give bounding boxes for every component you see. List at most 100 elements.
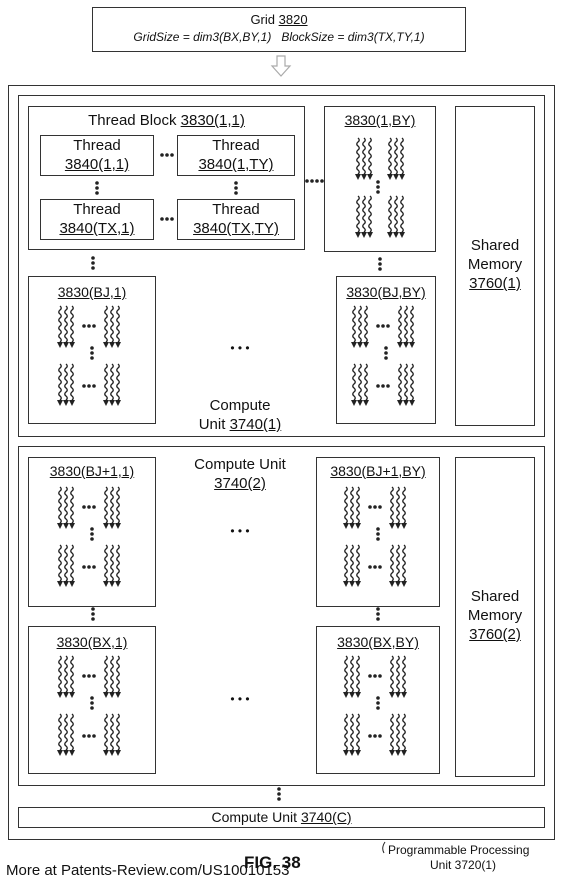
thread-arrowhead-icon [69,581,75,587]
thread-arrowhead-icon [103,750,109,756]
thread-dots-h-icon [87,734,91,738]
thread-arrowhead-icon [63,523,69,529]
thread-arrowhead-icon [401,692,407,698]
thread-arrowhead-icon [103,523,109,529]
thread-wavy-arrow-icon [116,363,120,401]
block-bx-by-label: 3830(BX,BY) [337,634,419,650]
thread-wavy-arrow-icon [58,713,62,751]
grid-title-label: Grid [250,12,275,27]
thread-wavy-arrow-icon [396,655,400,693]
shared-memory-1-line1: Shared [470,237,520,254]
block-bx-1 [28,626,156,774]
thread-arrowhead-icon [395,750,401,756]
compute-unit-c [18,807,545,828]
thread-wavy-arrow-icon [356,544,360,582]
thread-arrowhead-icon [367,174,373,180]
ppu-label-line1: Programmable Processing [388,843,530,857]
thread-wavy-arrow-icon [402,544,406,582]
thread-arrowhead-icon [343,581,349,587]
thread-dots-h-icon [386,384,390,388]
thread-arrowhead-icon [367,232,373,238]
ppu-label-line2: Unit 3720(1) [430,858,497,872]
thread-arrowhead-icon [395,692,401,698]
block-dots-v-icon [378,257,382,261]
thread-wavy-arrow-icon [402,713,406,751]
thread-wavy-arrow-icon [358,305,362,343]
thread-arrowhead-icon [351,400,357,406]
block-dots-v-icon [91,607,95,611]
thread-arrowhead-icon [387,174,393,180]
thread-arrowhead-icon [69,750,75,756]
thread-dots-h-icon [82,734,86,738]
thread-wavy-arrow-icon [352,363,356,401]
thread-arrowhead-icon [403,342,409,348]
thread-wavy-arrow-icon [70,486,74,524]
thread-wavy-arrow-icon [394,137,398,175]
shared-memory-2-line1: Shared [470,588,520,605]
block-dots-v-icon [376,617,380,621]
thread-wavy-arrow-icon [356,137,360,175]
thread-wavy-arrow-icon [110,544,114,582]
thread-arrowhead-icon [393,232,399,238]
thread-dots-h-icon [165,153,169,157]
thread-arrowhead-icon [115,523,121,529]
thread-wavy-arrow-icon [404,363,408,401]
thread-arrowhead-icon [389,750,395,756]
thread-arrowhead-icon [409,342,415,348]
thread-arrowhead-icon [57,342,63,348]
block-1-by [324,106,436,252]
block-dots-h-icon [315,179,319,183]
grid-title: Grid 3820 [92,11,466,28]
thread-wavy-arrow-icon [116,655,120,693]
thread-wavy-arrow-icon [70,305,74,343]
thread-wavy-arrow-icon [396,713,400,751]
thread-dots-h-icon [87,565,91,569]
thread-arrowhead-icon [349,581,355,587]
thread-wavy-arrow-icon [64,544,68,582]
grid-down-arrow-icon [270,55,292,77]
watermark: More at Patents-Review.com/US10010153 [6,862,290,879]
thread-wavy-arrow-icon [64,655,68,693]
thread-dots-v-icon [90,532,94,536]
block-dots-v-icon [91,261,95,265]
thread-arrowhead-icon [63,692,69,698]
thread-arrowhead-icon [69,400,75,406]
thread-wavy-arrow-icon [116,305,120,343]
thread-wavy-arrow-icon [116,486,120,524]
thread-wavy-arrow-icon [70,655,74,693]
thread-arrowhead-icon [401,581,407,587]
block-dots-h-icon [320,179,324,183]
thread-dots-h-icon [92,734,96,738]
thread-wavy-arrow-icon [110,305,114,343]
block-1-by-label: 3830(1,BY) [344,112,416,128]
thread-wavy-arrow-icon [64,486,68,524]
cu1-label-line1: Compute [209,397,271,414]
thread-arrowhead-icon [109,400,115,406]
thread-dots-h-icon [378,674,382,678]
block-dots-v-icon [378,267,382,271]
thread-arrowhead-icon [389,692,395,698]
thread-dots-v-icon [234,186,238,190]
shared-memory-2 [455,457,535,777]
thread-arrowhead-icon [109,692,115,698]
thread-1-1-ref: 3840(1,1) [64,156,130,173]
shared-memory-1-ref: 3760(1) [469,275,521,292]
thread-dots-h-icon [82,674,86,678]
thread-wavy-arrow-icon [396,544,400,582]
thread-wavy-arrow-icon [358,363,362,401]
thread-wavy-arrow-icon [110,486,114,524]
cuc-prefix: Compute Unit [211,809,301,825]
thread-wavy-arrow-icon [58,363,62,401]
block-bj-by [336,276,436,424]
thread-wavy-arrow-icon [352,305,356,343]
thread-arrowhead-icon [357,400,363,406]
thread-wavy-arrow-icon [398,305,402,343]
thread-dots-h-icon [386,324,390,328]
thread-block-prefix: Thread Block [88,112,181,129]
block-dots-v-icon [91,617,95,621]
thread-arrowhead-icon [399,174,405,180]
thread-dots-h-icon [373,505,377,509]
thread-wavy-arrow-icon [58,655,62,693]
thread-arrowhead-icon [63,750,69,756]
